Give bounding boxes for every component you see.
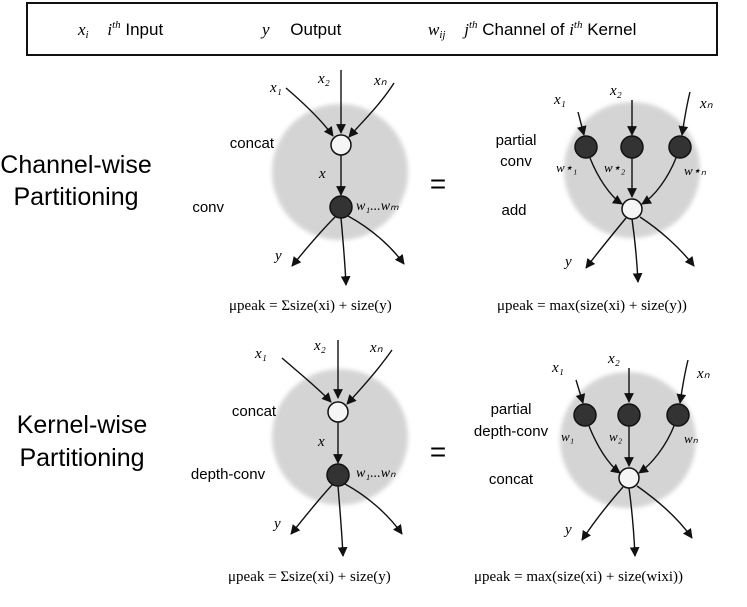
edge [639,216,695,267]
equals-sign: = [430,168,446,199]
edge [588,425,621,474]
input-label-2: x₂ [317,71,330,87]
output-label: y [272,516,281,532]
edge [678,91,691,136]
edge [575,379,586,404]
step1-label: concat [230,135,275,152]
partial-conv-node-n [668,135,692,159]
edge [344,483,403,535]
formula: μpeak = Σsize(xi) + size(y) [228,569,391,585]
row-title-line2: Partitioning [19,444,144,472]
weights-label: w₁...wₘ [356,199,399,214]
output-label: y [273,248,282,264]
mid-label: x [318,166,326,182]
edge [581,486,624,541]
partial-depth-conv-node-n [666,403,690,427]
left-diagram: x₁ x₂ xₙ concat x conv w₁...wₘ y μpeak =… [192,70,408,314]
edge [281,357,332,403]
step1-label-line2: conv [500,153,532,170]
input-label-2: x₂ [609,83,622,99]
row-title-line1: Channel-wise [0,151,151,179]
step2-label: concat [489,471,534,488]
input-label-n: xₙ [696,366,711,382]
edge [641,157,677,205]
input-label-1: x₁ [254,346,267,362]
edge [676,359,689,404]
legend-item-weight: wij jth Channel of ith Kernel [428,19,636,42]
input-label-n: xₙ [373,73,388,89]
formula: μpeak = max(size(xi) + size(y)) [497,298,687,314]
edge [337,485,348,557]
input-label-n: xₙ [369,340,384,356]
input-label-2: x₂ [607,351,620,367]
blob [560,372,696,508]
add-node [621,198,643,220]
step1-label-line2: depth-conv [474,423,549,440]
edge [589,157,623,205]
blob [272,104,408,240]
concat-node [330,134,352,156]
equals-sign: = [430,436,446,467]
step1-label-line1: partial [491,401,532,418]
step2-label: add [501,202,526,219]
input-label-2: x₂ [313,338,326,354]
right-diagram: x₁ x₂ xₙ partial conv w⋆₁ w⋆₂ w⋆ₙ add y … [496,83,714,314]
input-label-1: x₁ [551,360,564,376]
edge [291,215,337,267]
step2-label: conv [192,199,224,216]
output-label: y [563,254,572,270]
edge [631,218,643,283]
right-diagram: x₁ x₂ xₙ partial depth-conv w₁ w₂ wₙ con… [474,351,711,585]
weight-label-2: w⋆₂ [604,160,626,175]
legend-item-input: xi ith Input [77,19,163,42]
weight-label-n: wₙ [684,431,699,446]
partial-depth-conv-node-1 [573,403,597,427]
edge [348,82,395,138]
edge [285,87,334,137]
edge [628,487,640,557]
conv-node [329,195,353,219]
input-label-1: x₁ [269,80,282,96]
weight-label-n: w⋆ₙ [684,163,707,178]
legend-frame [26,2,718,56]
formula: μpeak = max(size(xi) + size(wixi)) [474,569,683,585]
edge [346,349,393,405]
edge [340,217,351,286]
weights-label: w₁...wₙ [356,466,396,481]
edge [636,485,693,539]
formula: μpeak = Σsize(xi) + size(y) [229,298,392,314]
edge [638,425,675,474]
concat-node [618,467,640,489]
row-title-line1: Kernel-wise [17,411,148,439]
edge [577,111,587,136]
row-channel-wise: Channel-wise Partitioning x₁ x₂ xₙ conca… [0,70,714,314]
input-label-n: xₙ [699,96,714,112]
partial-conv-node-1 [574,135,598,159]
row-kernel-wise: Kernel-wise Partitioning x₁ x₂ xₙ concat… [17,338,711,585]
mid-label: x [317,434,325,450]
left-diagram: x₁ x₂ xₙ concat x depth-conv w₁...wₙ y μ… [191,338,408,585]
depth-conv-node [326,463,350,487]
step1-label-line1: partial [496,132,537,149]
row-title-line2: Partitioning [13,183,138,211]
concat-node [327,401,349,423]
partial-depth-conv-node-2 [617,403,641,427]
weight-label-1: w⋆₁ [556,160,577,175]
weight-label-2: w₂ [609,429,623,444]
output-label: y [563,522,572,538]
step1-label: concat [232,403,277,420]
step2-label: depth-conv [191,466,266,483]
input-label-1: x₁ [553,92,566,108]
edge [290,483,334,535]
weight-label-1: w₁ [561,429,574,444]
legend: xi ith Input y Output wij jth Channel of… [26,2,718,56]
legend-item-output: y Output [260,20,342,39]
blob [272,369,408,505]
partial-conv-node-2 [620,135,644,159]
edge [585,217,627,269]
edge [347,215,405,265]
